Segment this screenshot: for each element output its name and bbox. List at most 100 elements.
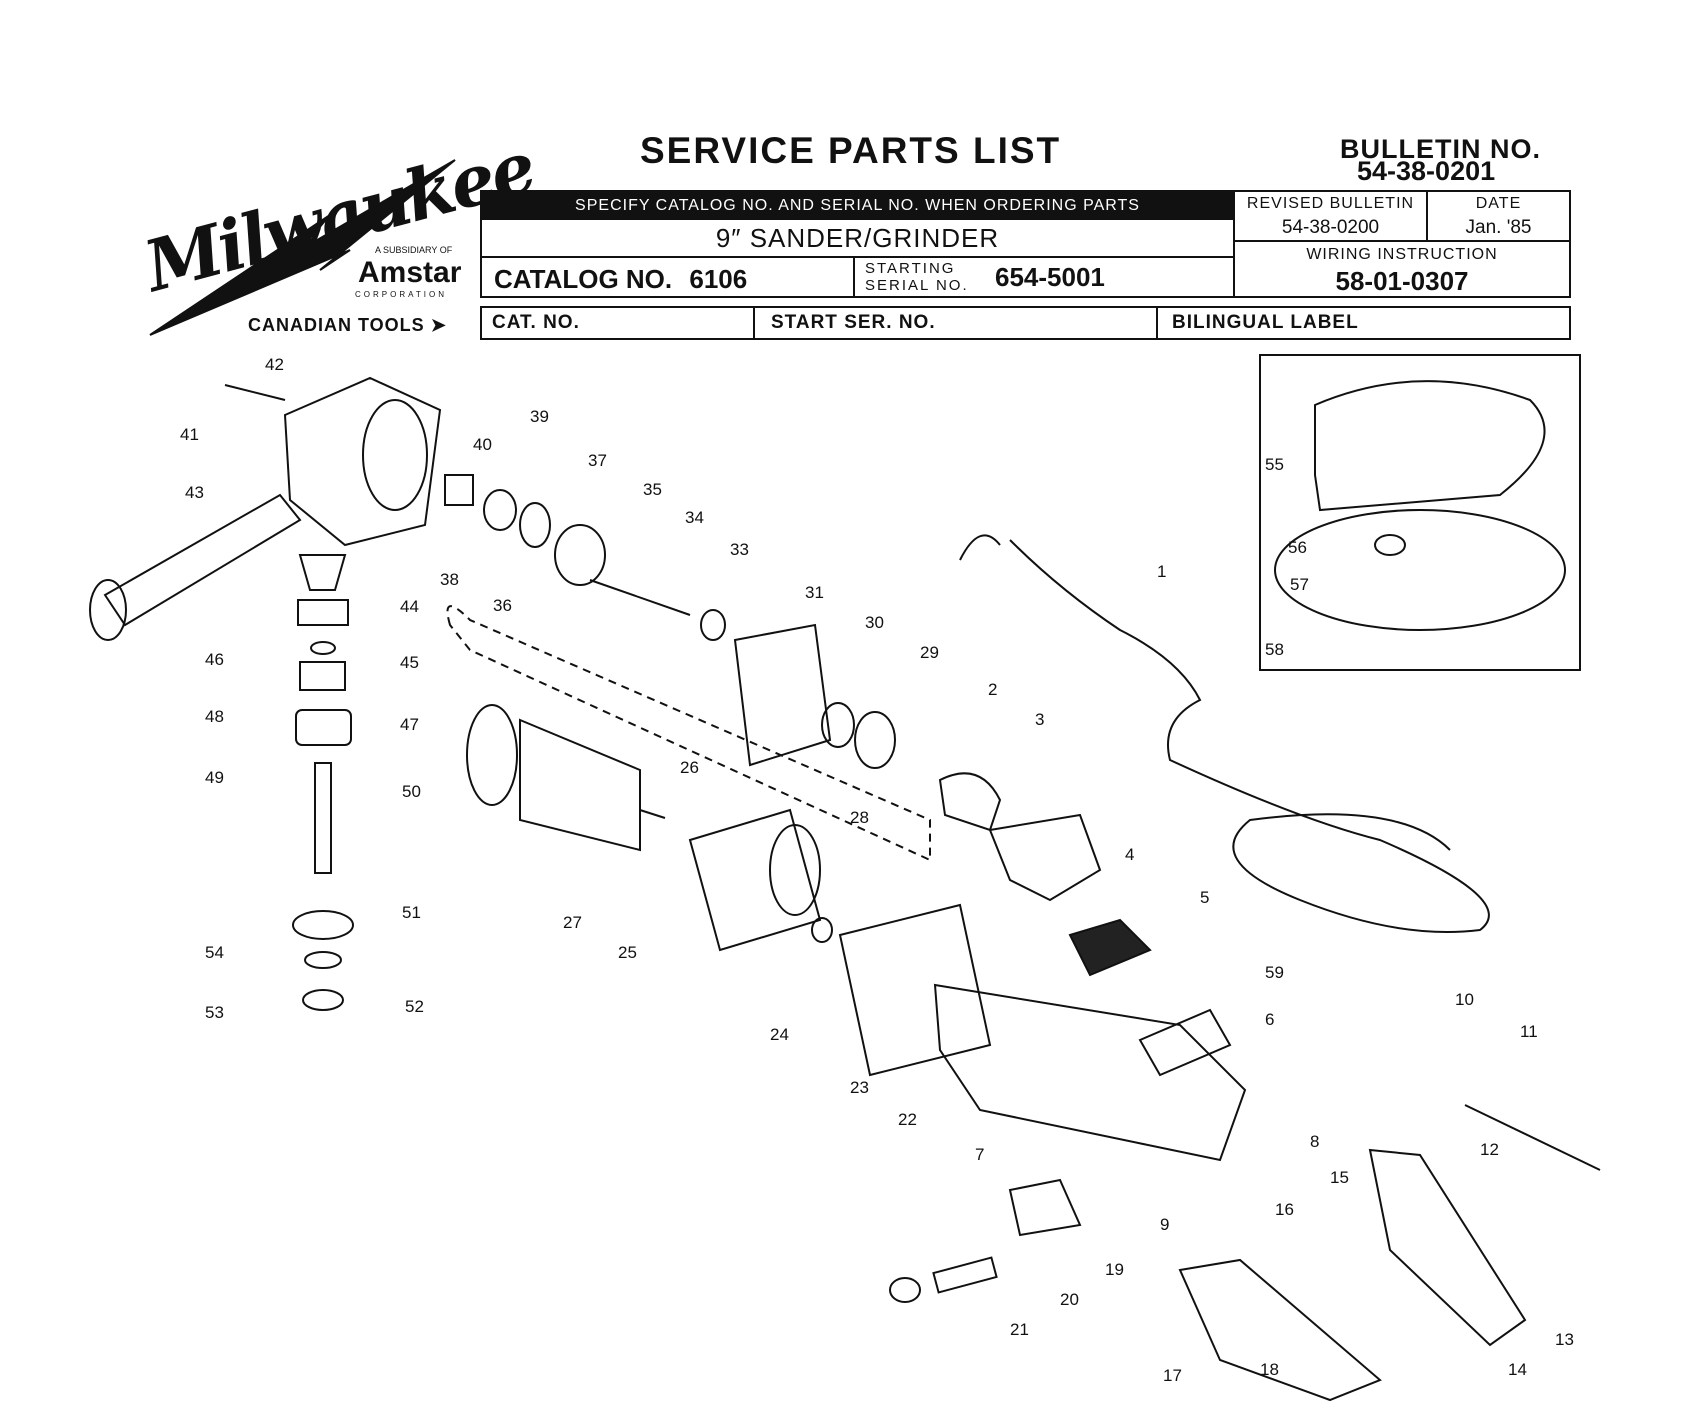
amstar-suffix-text: CORPORATION [355,290,447,299]
canadian-serial-cell: START SER. NO. [753,306,1158,340]
catalog-cell: CATALOG NO. 6106 [480,256,855,298]
part-number: 34 [685,508,704,527]
date-label: DATE [1475,195,1522,212]
specify-note-cell: SPECIFY CATALOG NO. AND SERIAL NO. WHEN … [480,190,1235,220]
part-number: 58 [1265,640,1284,659]
revised-cell: REVISED BULLETIN 54-38-0200 [1233,190,1428,242]
canadian-start-ser: START SER. NO. [771,312,936,333]
part-number: 21 [1010,1320,1029,1339]
subsidiary-text: A SUBSIDIARY OF [375,245,453,255]
bulletin-label: BULLETIN NO. [1340,134,1541,164]
part-number: 13 [1555,1330,1574,1349]
canadian-label: CANADIAN TOOLS ➤ [248,315,447,336]
part-number: 19 [1105,1260,1124,1279]
part-number: 8 [1310,1132,1320,1151]
part-number: 53 [205,1003,224,1022]
part-number: 55 [1265,455,1284,474]
part-number: 6 [1265,1010,1275,1029]
part-number: 48 [205,707,224,726]
date-value: Jan. '85 [1465,217,1532,238]
part-number: 46 [205,650,224,669]
part-number: 28 [850,808,869,827]
part-number: 10 [1455,990,1474,1009]
arrow-right-icon: ➤ [430,315,447,335]
part-number: 57 [1290,575,1309,594]
serial-cell: STARTING SERIAL NO. 654-5001 [853,256,1235,298]
part-number: 25 [618,943,637,962]
page-title: SERVICE PARTS LIST [640,130,1062,171]
part-number: 23 [850,1078,869,1097]
part-number: 27 [563,913,582,932]
specify-note: SPECIFY CATALOG NO. AND SERIAL NO. WHEN … [575,197,1140,214]
catalog-number: 6106 [689,264,748,294]
canadian-text: CANADIAN TOOLS [248,315,425,335]
part-number: 56 [1288,538,1307,557]
part-number: 45 [400,653,419,672]
part-number: 20 [1060,1290,1079,1309]
part-number: 47 [400,715,419,734]
part-number: 52 [405,997,424,1016]
part-number: 3 [1035,710,1045,729]
wiring-cell: WIRING INSTRUCTION 58-01-0307 [1233,240,1571,298]
part-number: 54 [205,943,224,962]
part-number: 2 [988,680,998,699]
part-number: 26 [680,758,699,777]
serial-label: SERIAL NO. [865,277,969,294]
part-number: 22 [898,1110,917,1129]
part-number: 41 [180,425,199,444]
part-number: 5 [1200,888,1210,907]
amstar-text: Amstar [358,256,462,289]
canadian-bilingual: BILINGUAL LABEL [1172,312,1359,333]
part-number: 1 [1157,562,1167,581]
part-number: 37 [588,451,607,470]
part-number: 31 [805,583,824,602]
wheel-guard [1314,380,1546,512]
part-number: 38 [440,570,459,589]
part-number: 42 [265,355,284,374]
part-number: 30 [865,613,884,632]
wiring-label: WIRING INSTRUCTION [1306,246,1498,263]
grinding-wheel [1274,509,1566,631]
part-number: 16 [1275,1200,1294,1219]
date-cell: DATE Jan. '85 [1426,190,1571,242]
part-number: 4 [1125,845,1135,864]
part-number: 12 [1480,1140,1499,1159]
part-number: 15 [1330,1168,1349,1187]
amstar-suffix: CORPORATION [355,290,447,299]
serial-number: 654-5001 [995,262,1105,292]
part-number: 14 [1508,1360,1527,1379]
canadian-label-cell: BILINGUAL LABEL [1156,306,1571,340]
starting-label: STARTING [865,260,956,277]
part-number: 35 [643,480,662,499]
part-number: 9 [1160,1215,1170,1234]
product-cell: 9″ SANDER/GRINDER [480,218,1235,258]
part-number: 39 [530,407,549,426]
logo-bolt [149,159,456,336]
cord [1009,539,1490,933]
part-number: 44 [400,597,419,616]
revised-label: REVISED BULLETIN [1246,195,1415,212]
part-number: 24 [770,1025,789,1044]
part-number: 59 [1265,963,1284,982]
part-number: 7 [975,1145,985,1164]
part-number: 51 [402,903,421,922]
part-number: 11 [1520,1022,1538,1041]
part-number: 43 [185,483,204,502]
guard-inset-box [1259,354,1581,671]
part-number: 40 [473,435,492,454]
gear-housing [283,376,442,547]
side-handle [103,493,302,627]
bulletin-number: 54-38-0201 [1357,156,1496,186]
part-number: 50 [402,782,421,801]
part-number: 36 [493,596,512,615]
part-number: 33 [730,540,749,559]
part-number: 49 [205,768,224,787]
amstar-logo: Amstar [358,256,461,290]
revised-number: 54-38-0200 [1281,217,1380,238]
part-number: 17 [1163,1366,1182,1385]
product-name: 9″ SANDER/GRINDER [715,223,1000,253]
wiring-number: 58-01-0307 [1335,266,1469,296]
part-number: 18 [1260,1360,1279,1379]
canadian-cat-cell: CAT. NO. [480,306,755,340]
